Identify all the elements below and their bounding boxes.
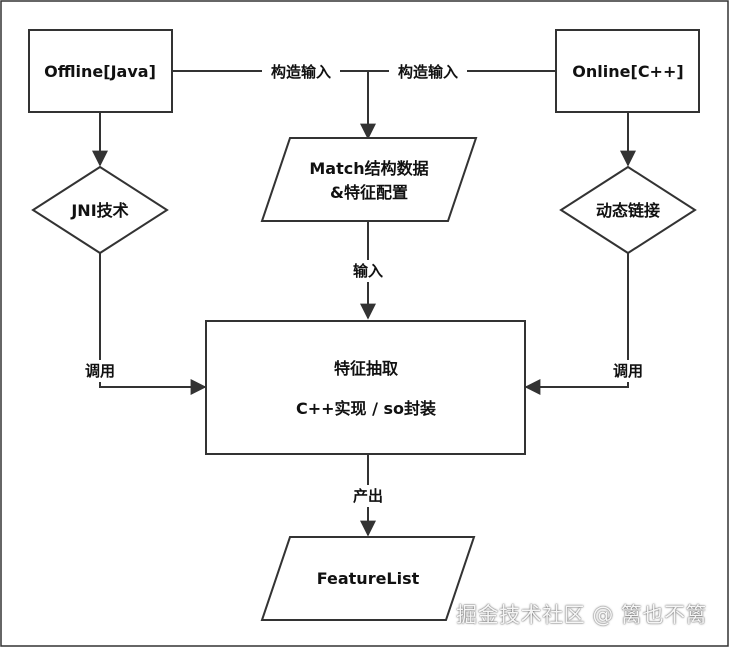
- edge-label-bg-output: [346, 485, 390, 507]
- node-jni-diamond: [31, 165, 169, 255]
- edge-label-bg-input: [346, 260, 390, 282]
- node-featurelist-label: FeatureList: [317, 569, 420, 588]
- node-match-label-line2: &特征配置: [330, 183, 408, 202]
- edge-jni-extract-arrow: [99, 253, 207, 395]
- node-offline-box: [28, 29, 173, 113]
- node-online-box: [555, 29, 700, 113]
- node-feature-extract-box: [205, 320, 526, 455]
- edge-label-call-right: 调用: [613, 362, 643, 380]
- edge-dynamic-extract-arrow: [524, 253, 629, 395]
- node-feature-extract-label-line2: C++实现 / so封装: [296, 399, 436, 418]
- node-match-parallelogram: [260, 137, 478, 222]
- node-offline-label: Offline[Java]: [44, 62, 156, 81]
- node-featurelist-parallelogram: [260, 536, 476, 621]
- node-feature-extract-label-line1: 特征抽取: [334, 359, 398, 378]
- node-match-label-line1: Match结构数据: [309, 159, 428, 178]
- node-jni-label: JNI技术: [70, 201, 128, 220]
- edge-label-bg-call-left: [78, 360, 122, 382]
- node-online-label: Online[C++]: [572, 62, 683, 81]
- edge-label-bg-call-right: [606, 360, 650, 382]
- node-dynamic-link-diamond: [559, 165, 697, 255]
- node-dynamic-link-label: 动态链接: [596, 201, 660, 220]
- watermark-text: 掘金技术社区 @ 篱也不篱: [456, 603, 707, 627]
- edge-label-output: 产出: [353, 487, 383, 505]
- edge-label-bg-right: [389, 61, 467, 83]
- edge-label-input: 输入: [353, 262, 383, 280]
- edge-label-bg-left: [262, 61, 340, 83]
- edge-label-construct-input-right: 构造输入: [398, 63, 458, 81]
- edge-label-call-left: 调用: [85, 362, 115, 380]
- edge-label-construct-input-left: 构造输入: [271, 63, 331, 81]
